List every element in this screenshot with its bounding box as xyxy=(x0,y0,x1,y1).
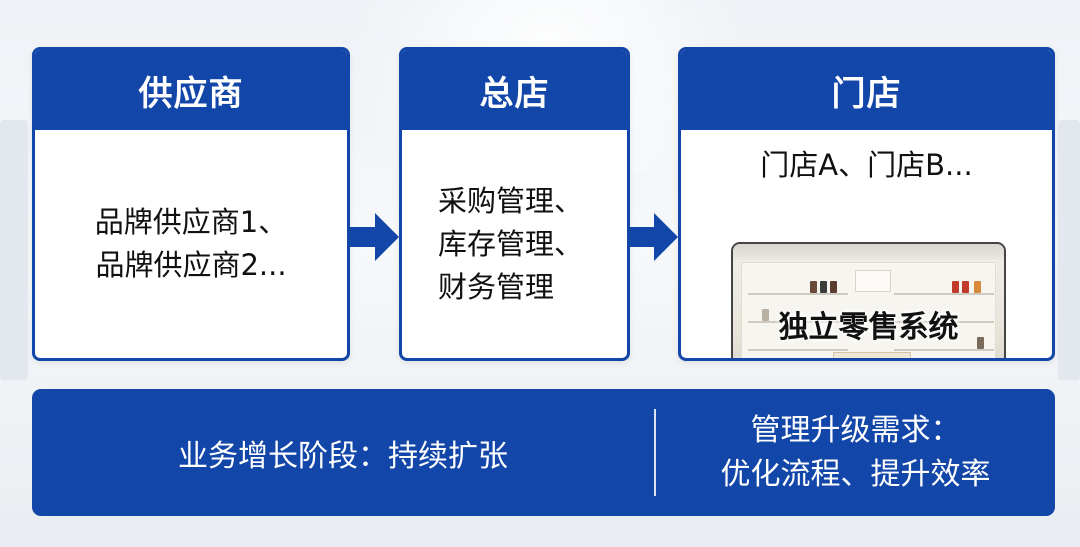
supplier-line-2: 品牌供应商2... xyxy=(95,248,287,282)
hq-line-3: 财务管理 xyxy=(438,269,555,304)
supplier-card: 供应商 品牌供应商1、 品牌供应商2... xyxy=(32,47,350,361)
supplier-list: 品牌供应商1、 品牌供应商2... xyxy=(35,130,347,358)
growth-stage-text: 业务增长阶段：持续扩张 xyxy=(178,438,508,474)
store-system-label: 独立零售系统 xyxy=(778,310,959,345)
management-needs: 管理升级需求： 优化流程、提升效率 xyxy=(656,389,1055,516)
bottom-summary-bar: 业务增长阶段：持续扩张 管理升级需求： 优化流程、提升效率 xyxy=(32,389,1055,516)
headquarters-card: 总店 采购管理、 库存管理、 财务管理 xyxy=(399,47,630,361)
store-interior-image: 独立零售系统 xyxy=(731,242,1006,358)
arrow-right-icon xyxy=(628,213,678,261)
store-title: 门店 xyxy=(681,50,1052,130)
headquarters-title: 总店 xyxy=(402,50,627,130)
headquarters-functions: 采购管理、 库存管理、 财务管理 xyxy=(402,130,627,358)
supplier-title: 供应商 xyxy=(35,50,347,130)
management-needs-line-1: 管理升级需求： xyxy=(750,412,961,448)
store-card: 门店 门店A、门店B... 独立零售系统 xyxy=(678,47,1055,361)
management-needs-line-2: 优化流程、提升效率 xyxy=(720,456,991,492)
background-shelf-left xyxy=(0,120,28,380)
hq-line-1: 采购管理、 xyxy=(438,183,584,218)
supplier-line-1: 品牌供应商1、 xyxy=(94,205,288,239)
background-shelf-right xyxy=(1058,120,1080,380)
hq-line-2: 库存管理、 xyxy=(438,226,584,261)
arrow-right-icon xyxy=(349,213,399,261)
store-subtitle: 门店A、门店B... xyxy=(760,148,973,182)
divider xyxy=(654,409,656,496)
